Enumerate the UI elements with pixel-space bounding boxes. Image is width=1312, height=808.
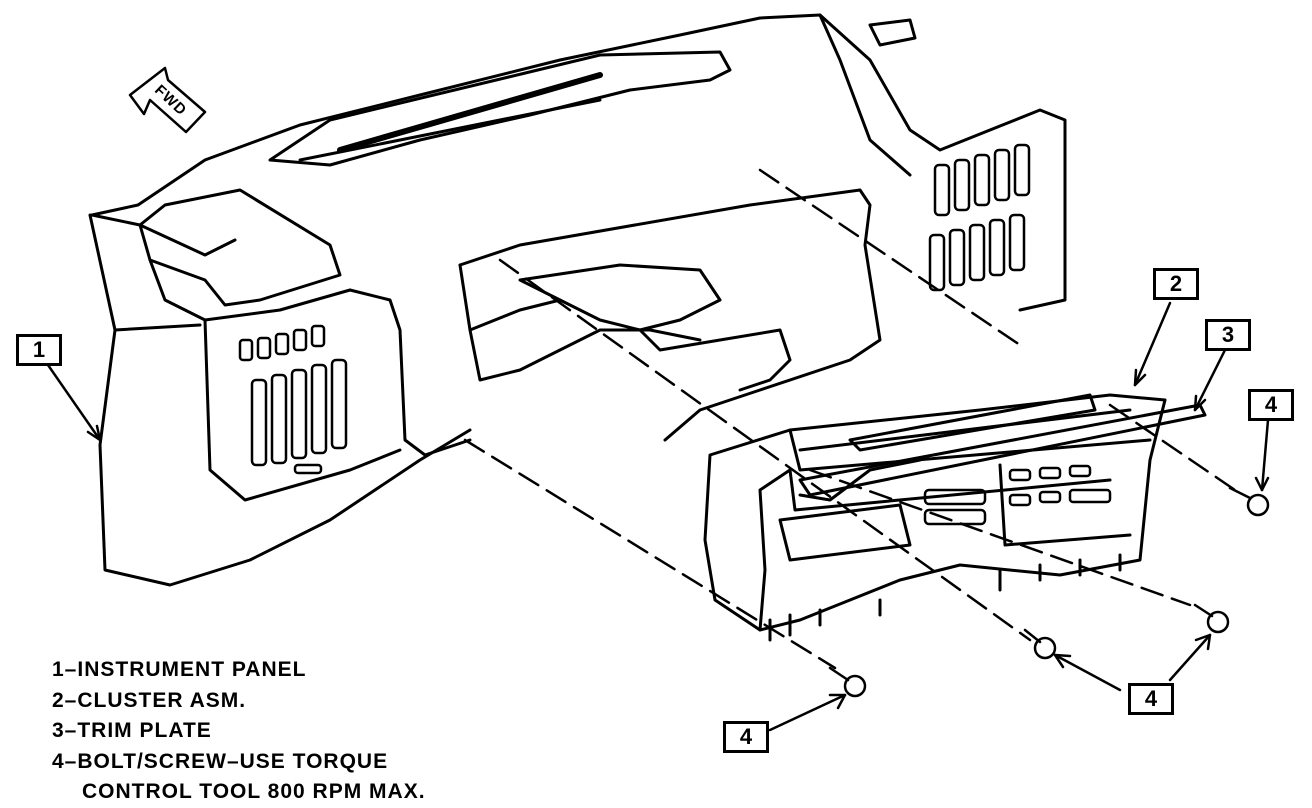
legend-item-1: 1–INSTRUMENT PANEL [52, 658, 307, 681]
legend-item-2: 2–CLUSTER ASM. [52, 688, 247, 712]
cluster-assembly-outline [703, 393, 1167, 632]
parts-legend: 1–INSTRUMENT PANEL 2–CLUSTER ASM. 3–TRIM… [52, 655, 426, 808]
bolt-icons [828, 486, 1270, 698]
callout-4-bottom: 4 [723, 721, 769, 753]
trim-plate-outline [798, 403, 1207, 497]
fwd-arrow-icon [128, 66, 207, 134]
callout-2: 2 [1153, 268, 1199, 300]
callout-4-right: 4 [1248, 389, 1294, 421]
callout-1: 1 [16, 334, 62, 366]
callout-3: 3 [1205, 319, 1251, 351]
legend-item-4-continued: CONTROL TOOL 800 RPM MAX. [82, 780, 426, 803]
legend-item-4: 4–BOLT/SCREW–USE TORQUE [52, 749, 389, 773]
leader-arrows [46, 301, 1270, 732]
legend-item-3: 3–TRIM PLATE [52, 719, 212, 742]
dash-top-outline [90, 13, 1067, 312]
callout-4-bottom-right: 4 [1128, 683, 1174, 715]
